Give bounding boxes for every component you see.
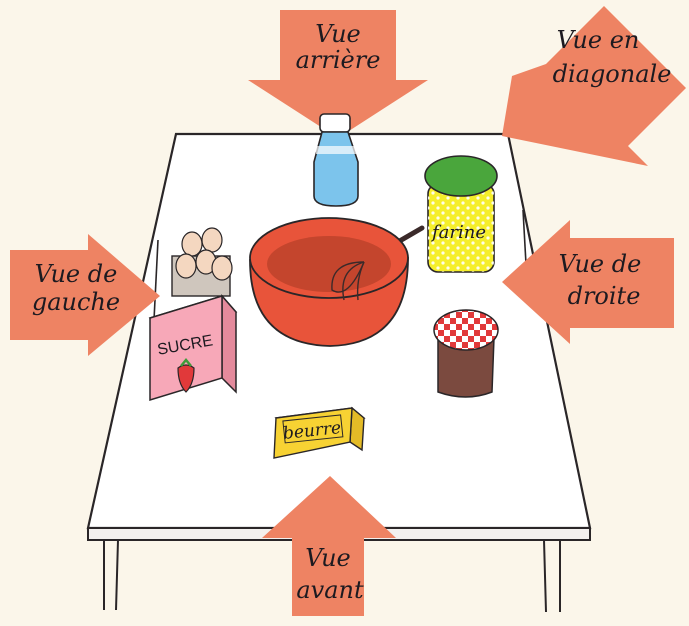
whisk-icon: [331, 261, 365, 301]
arrow-back: Vue arrière: [248, 10, 428, 138]
sugar-box-front: [149, 294, 223, 402]
flour-jar-lid: [424, 155, 498, 197]
arrow-left-shape: [10, 234, 160, 356]
mixing-bowl: [249, 217, 425, 347]
milk-bottle-cap: [319, 113, 351, 133]
milk-bottle: [313, 113, 359, 207]
jam-jar-body: [437, 337, 495, 398]
table-leg-right: [543, 539, 561, 613]
arrow-front: Vue avant: [262, 476, 396, 616]
butter-block: beurre: [273, 406, 366, 459]
egg-carton: [171, 227, 233, 297]
arrow-left: Vue de gauche: [10, 234, 160, 356]
arrow-front-label-line2: avant: [296, 576, 364, 604]
sugar-box: SUCRE: [148, 294, 238, 402]
flour-label: farine: [430, 222, 486, 243]
milk-bottle-body: [313, 131, 359, 207]
arrow-back-label-line1: Vue: [315, 20, 360, 48]
arrow-right-label-line1: Vue de: [559, 250, 642, 278]
arrow-front-label-line1: Vue: [305, 544, 350, 572]
arrow-left-label-line2: gauche: [32, 288, 120, 316]
arrow-front-shape: [262, 476, 396, 616]
arrow-diagonal-shape: [502, 6, 686, 166]
arrow-left-label-line1: Vue de: [35, 260, 118, 288]
jam-jar: [433, 309, 499, 398]
table-leg-left: [103, 539, 119, 611]
arrow-diagonal-label-line1: Vue en: [557, 26, 640, 54]
arrow-diagonal: Vue en diagonale: [502, 6, 686, 166]
strawberry-icon: [177, 364, 195, 393]
butter-front: [273, 407, 353, 459]
arrow-back-shape: [248, 10, 428, 138]
arrow-diagonal-label-line2: diagonale: [553, 60, 672, 88]
jam-jar-lid: [433, 309, 499, 351]
arrow-back-label-line2: arrière: [296, 46, 381, 74]
flour-jar: farine: [424, 155, 498, 273]
table-leg-back-left: [153, 239, 159, 321]
arrow-right: Vue de droite: [502, 220, 674, 344]
arrow-right-shape: [502, 220, 674, 344]
arrow-right-label-line2: droite: [568, 282, 641, 310]
